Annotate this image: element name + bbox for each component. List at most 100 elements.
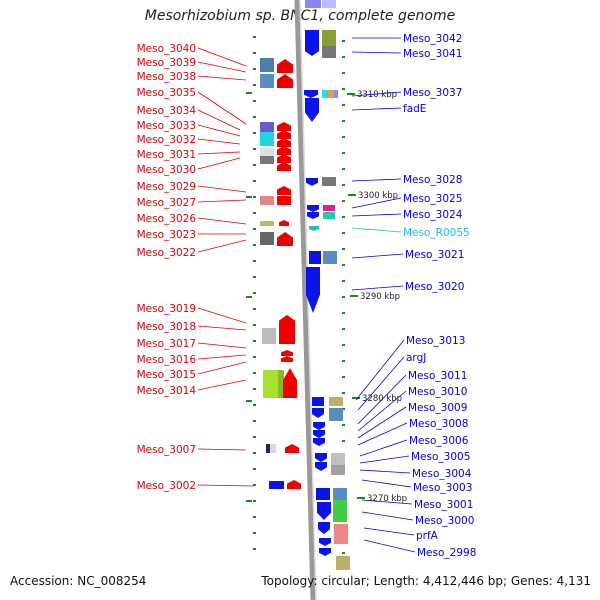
gene-arrow-minus	[305, 98, 319, 122]
gene-arrow-minus	[306, 178, 318, 186]
gene-label-left: Meso_3016	[137, 354, 197, 366]
gene-label-left: Meso_3032	[137, 134, 196, 146]
gene-block	[323, 205, 335, 211]
track-tick	[342, 408, 345, 410]
track-tick	[253, 388, 256, 390]
gene-label-right: Meso_3028	[403, 174, 462, 186]
track-tick	[253, 292, 256, 294]
gene-arrow-plus	[277, 59, 293, 73]
gene-arrow-minus	[312, 408, 324, 418]
gene-label-left: Meso_3007	[137, 444, 196, 456]
gene-label-right: Meso_3037	[403, 87, 462, 99]
gene-label-left: Meso_3040	[137, 43, 196, 55]
leader-line	[197, 484, 255, 487]
gene-label-right: Meso_3021	[405, 249, 464, 261]
gene-block	[260, 122, 274, 132]
track-tick	[253, 100, 256, 102]
track-tick	[253, 484, 256, 486]
track-tick	[342, 136, 345, 138]
gene-label-right: Meso_3005	[411, 451, 470, 463]
gene-label-left: Meso_3022	[137, 247, 196, 259]
leader-line	[357, 406, 407, 439]
gene-label-right: Meso_3013	[406, 335, 465, 347]
gene-block	[260, 232, 274, 245]
leader-line	[361, 479, 412, 488]
track-tick	[342, 328, 345, 330]
leader-line	[351, 213, 402, 217]
track-tick	[253, 324, 256, 326]
scale-label: 3270 kbp	[367, 494, 407, 504]
gene-arrow-plus	[279, 315, 295, 329]
leader-line	[361, 511, 414, 521]
track-tick	[253, 420, 256, 422]
gene-block	[277, 196, 291, 205]
track-tick	[253, 180, 256, 182]
gene-block	[260, 196, 274, 205]
leader-line	[197, 151, 241, 155]
leader-line	[197, 185, 247, 193]
gene-block	[316, 488, 330, 500]
gene-block	[270, 444, 276, 453]
track-tick	[253, 468, 256, 470]
track-tick	[246, 92, 252, 94]
gene-arrow-minus	[315, 453, 327, 462]
gene-block	[336, 556, 350, 570]
scale-label: 3290 kbp	[360, 292, 400, 302]
gene-arrow-plus	[283, 368, 297, 398]
gene-label-right: Meso_3001	[414, 499, 473, 511]
leader-line	[197, 361, 247, 375]
gene-label-right: Meso_3011	[408, 370, 467, 382]
track-tick	[342, 344, 345, 346]
leader-line	[357, 422, 408, 446]
track-tick	[342, 392, 345, 394]
leader-line	[359, 439, 408, 457]
leader-line	[197, 325, 247, 331]
track-tick	[253, 116, 256, 118]
gene-block	[323, 251, 337, 264]
gene-label-right: prfA	[416, 530, 439, 542]
track-tick	[342, 424, 345, 426]
track-tick	[342, 360, 345, 362]
gene-arrow-minus	[309, 226, 319, 231]
track-tick	[253, 340, 256, 342]
leader-line	[197, 109, 241, 131]
track-tick	[253, 500, 256, 502]
gene-label-right: Meso_3025	[403, 193, 462, 205]
gene-block	[331, 465, 345, 475]
gene-block	[269, 481, 284, 489]
track-tick	[253, 516, 256, 518]
gene-block	[329, 397, 343, 406]
leader-line	[197, 354, 247, 360]
gene-arrow-minus	[313, 438, 325, 446]
gene-label-left: Meso_3027	[137, 197, 196, 209]
track-tick	[253, 244, 256, 246]
backbone-line	[294, 0, 316, 600]
leader-line	[355, 339, 405, 401]
leader-line	[197, 138, 241, 145]
track-tick	[342, 120, 345, 122]
gene-arrow-minus	[313, 422, 325, 430]
gene-block	[278, 370, 284, 398]
gene-arrow-plus	[277, 122, 291, 131]
leader-line	[197, 75, 247, 81]
backbone-highlight	[299, 0, 317, 600]
gene-label-left: Meso_3018	[137, 321, 196, 333]
gene-arrow-minus	[317, 502, 331, 520]
topology-text: Topology: circular; Length: 4,412,446 bp…	[261, 574, 591, 588]
gene-arrow-minus	[305, 44, 319, 56]
gene-arrow-plus	[277, 74, 293, 88]
leader-line	[197, 239, 247, 253]
gene-block	[262, 328, 276, 344]
leader-line	[351, 178, 402, 182]
track-tick	[253, 404, 256, 406]
track-tick	[246, 296, 252, 298]
gene-arrow-plus	[277, 232, 293, 246]
track-tick	[253, 36, 256, 38]
gene-label-left: Meso_3029	[137, 181, 196, 193]
gene-block	[260, 74, 274, 88]
leader-line	[351, 51, 402, 54]
track-tick	[253, 532, 256, 534]
track-tick	[342, 152, 345, 154]
gene-arrow-plus	[279, 220, 289, 226]
